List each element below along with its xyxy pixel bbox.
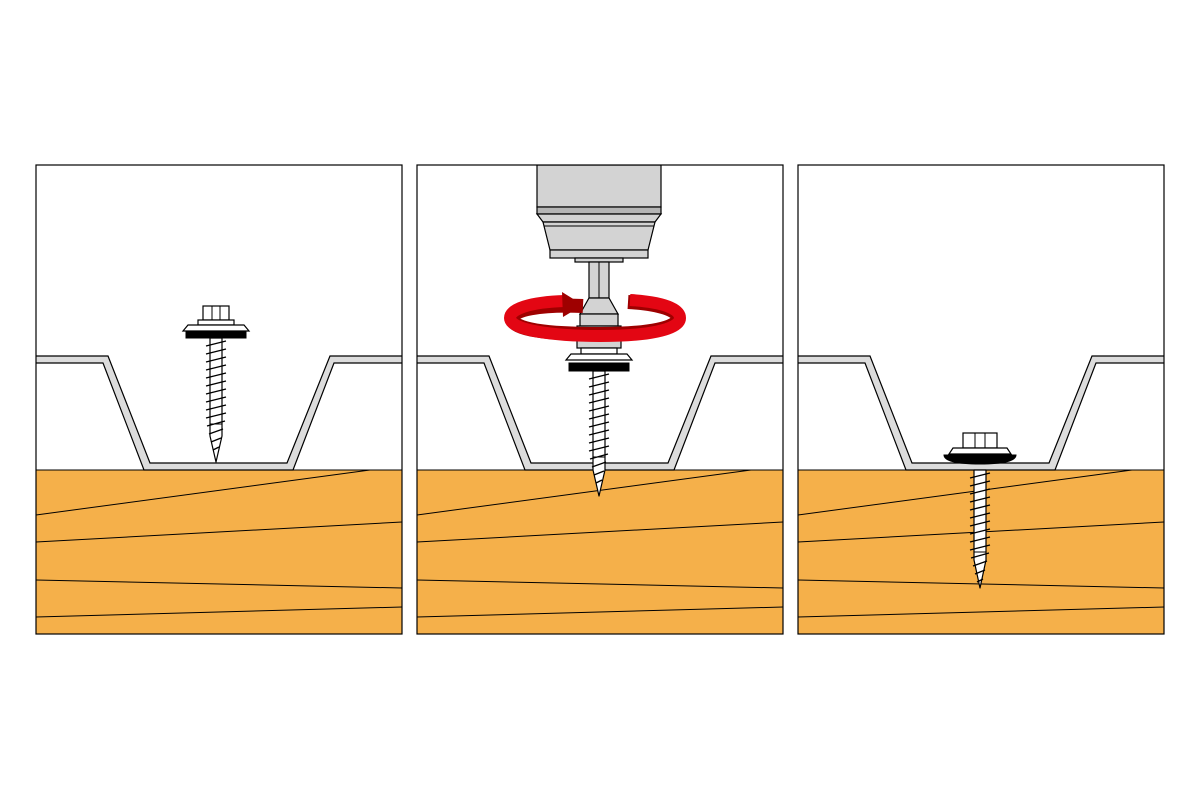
screw-fastened [943,432,1017,589]
panel-frame [35,164,403,635]
panel-step-2 [416,164,784,635]
metal-roof-sheet [417,355,783,471]
wood-batten [36,469,402,634]
screw-driving [564,347,634,497]
metal-roof-sheet [798,355,1164,471]
rotation-arrow-icon [503,292,687,343]
screw-positioned [181,305,251,463]
panel-frame [416,164,784,635]
screw-shank-icon [205,337,227,463]
screw-shank-icon [969,469,991,589]
screw-shank-icon [588,370,610,497]
panel-frame [797,164,1165,635]
metal-roof-sheet [36,355,402,471]
screw-head-icon [181,305,251,339]
wood-batten [417,469,783,634]
screw-head-icon [943,432,1017,465]
panel-step-1 [35,164,403,635]
panel-step-3 [797,164,1165,635]
